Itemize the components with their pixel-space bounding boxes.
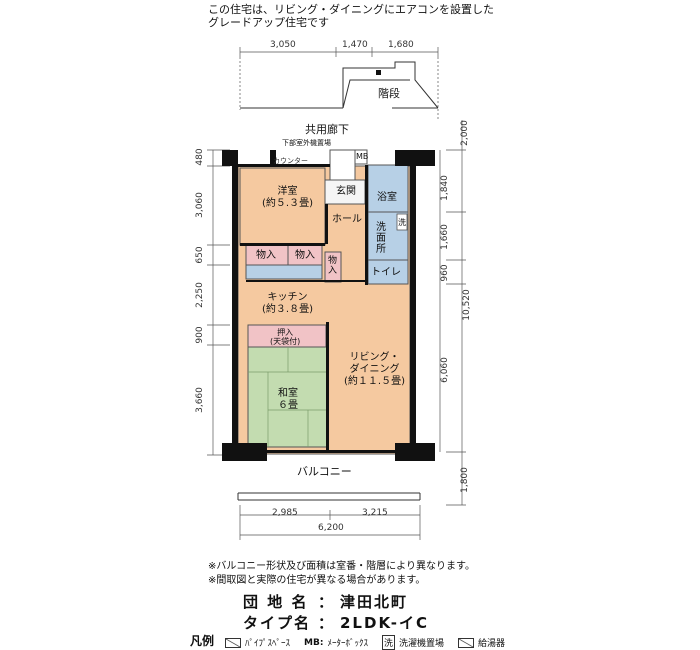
- header-note-1: この住宅は、リビング・ダイニングにエアコンを設置した: [208, 3, 494, 16]
- type-sep: ：: [318, 614, 336, 632]
- outdoor-unit-label: 下部室外機置場: [282, 139, 331, 147]
- living-label: リビング・ ダイニング (約１１.５畳): [344, 352, 405, 387]
- dim-left-1: 480: [195, 148, 205, 166]
- balcony-label: バルコニー: [297, 465, 352, 478]
- legend-meter-label: ﾒｰﾀｰﾎﾞｯｸｽ: [327, 639, 368, 649]
- dim-right-7: 1,800: [460, 467, 470, 493]
- meter-box: [354, 149, 368, 165]
- entrance-label: 玄関: [336, 186, 356, 197]
- dim-bottom-3: 6,200: [318, 523, 344, 533]
- bathroom-label: 浴室: [377, 192, 397, 203]
- balcony-outline: [237, 492, 421, 501]
- bathroom: [367, 164, 409, 213]
- dim-left-3: 650: [195, 246, 205, 264]
- stairs-label: 階段: [378, 87, 400, 100]
- stairs-post: [376, 70, 381, 75]
- left-dimension-lines: [207, 149, 230, 456]
- kitchen-label: キッチン (約３.８畳): [262, 292, 313, 315]
- right-dimension-lines: [439, 120, 466, 506]
- dim-right-1: 2,000: [460, 120, 470, 146]
- washroom-label: 洗 面 所: [376, 222, 386, 255]
- note-2: ※間取図と実際の住宅が異なる場合があります。: [208, 575, 426, 586]
- dim-left-2: 3,060: [195, 192, 205, 218]
- dim-right-3: 1,660: [440, 224, 450, 250]
- danchi-label: 団 地 名: [243, 593, 309, 611]
- western-room: [239, 167, 326, 246]
- pipe-space-icon: [225, 637, 241, 648]
- washer-place-icon: 洗: [381, 635, 395, 650]
- oshiire-label: 押入 (天袋付): [270, 328, 301, 346]
- danchi-sep: ：: [318, 593, 336, 611]
- meter-box-icon: MB:: [304, 637, 324, 648]
- counter-label: カウンター: [273, 157, 308, 165]
- storage-2-label: 物入: [295, 250, 315, 261]
- legend-title: 凡例: [190, 634, 215, 648]
- type-value: 2LDK-イC: [340, 614, 430, 632]
- floor-plan: [207, 47, 466, 540]
- legend-washer-label: 洗濯機置場: [398, 639, 444, 649]
- type-label: タイプ名: [243, 614, 312, 632]
- storage-3-label: 物 入: [328, 256, 338, 276]
- dim-left-6: 3,660: [195, 387, 205, 413]
- dim-right-4: 960: [440, 264, 450, 282]
- top-dimension-lines: [239, 47, 439, 120]
- washer-place: [396, 213, 408, 231]
- toilet-label: トイレ: [371, 267, 401, 278]
- legend-pipe-label: ﾊﾟｲﾌﾟｽﾍﾟｰｽ: [245, 639, 291, 649]
- bottom-dimension-lines: [239, 505, 421, 540]
- dim-left-5: 900: [195, 326, 205, 344]
- dim-right-5: 10,520: [462, 289, 472, 321]
- storage-blue-strip: [245, 264, 323, 280]
- walls: [222, 150, 435, 461]
- storage-1-label: 物入: [256, 250, 276, 261]
- dim-top-1: 3,050: [270, 40, 296, 50]
- dim-top-3: 1,680: [388, 40, 414, 50]
- dim-bottom-1: 2,985: [272, 508, 298, 518]
- door-area: [329, 149, 356, 181]
- water-heater-icon: [457, 637, 474, 648]
- corridor-label: 共用廊下: [305, 123, 349, 136]
- western-room-label: 洋室 (約５.３畳): [262, 186, 313, 209]
- dim-right-6: 6,060: [440, 357, 450, 383]
- hall-label: ホール: [332, 214, 362, 225]
- note-1: ※バルコニー形状及び面積は室番・階層により異なります。: [208, 561, 475, 572]
- entrance: [324, 179, 366, 205]
- mb-label: MB: [356, 152, 369, 161]
- japanese-room-label: 和室 ６畳: [278, 388, 298, 411]
- header-note-2: グレードアップ住宅です: [208, 16, 329, 29]
- danchi-value: 津田北町: [340, 593, 409, 611]
- dim-right-2: 1,840: [440, 175, 450, 201]
- tatami-lines: [248, 347, 328, 447]
- stairs-outline: [240, 61, 439, 109]
- legend-row: ﾊﾟｲﾌﾟｽﾍﾟｰｽ MB: ﾒｰﾀｰﾎﾞｯｸｽ 洗 洗濯機置場 給湯器: [225, 635, 505, 650]
- dim-bottom-2: 3,215: [362, 508, 388, 518]
- dim-top-2: 1,470: [342, 40, 368, 50]
- dim-left-4: 2,250: [195, 282, 205, 308]
- wash-mark: 洗: [398, 218, 406, 227]
- legend-heater-label: 給湯器: [477, 639, 505, 649]
